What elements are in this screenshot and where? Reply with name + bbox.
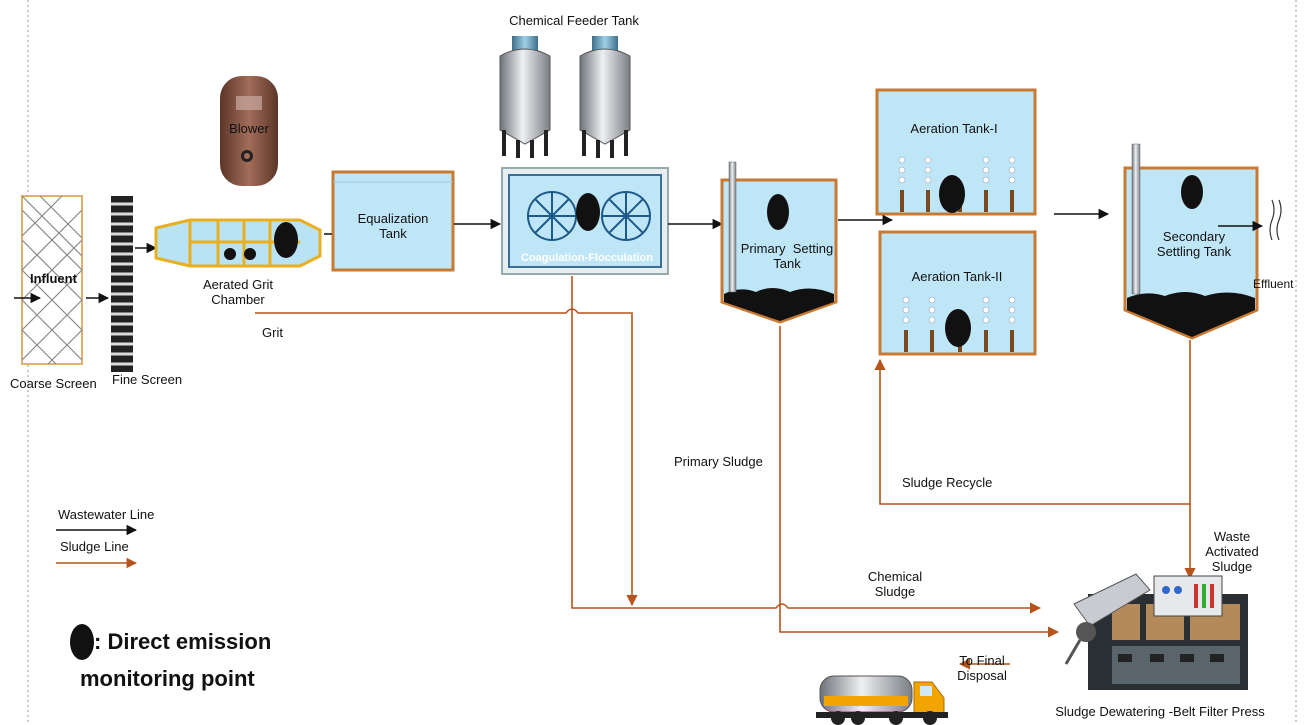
label-primary-settling-tank: Primary Setting Tank	[740, 241, 834, 271]
label-aerated-grit-chamber: Aerated Grit Chamber	[202, 277, 274, 307]
aeration-tank-2	[878, 230, 1037, 356]
label-to-final-disposal: To Final Disposal	[957, 653, 1007, 683]
secondary-settling-tank	[1123, 143, 1259, 340]
label-primary-sludge: Primary Sludge	[674, 454, 763, 469]
label-blower: Blower	[229, 121, 269, 136]
sludge-lines	[255, 276, 1196, 670]
effluent-wave-icon	[1269, 199, 1282, 241]
label-influent: Influent	[30, 271, 77, 286]
label-sludge-dewatering: Sludge Dewatering -Belt Filter Press	[1055, 704, 1265, 719]
label-grit: Grit	[262, 325, 283, 340]
chemical-feeder-tank-1	[499, 36, 551, 158]
label-chemical-sludge: Chemical Sludge	[867, 569, 923, 599]
label-sludge-recycle: Sludge Recycle	[902, 475, 993, 490]
aeration-tank-1	[875, 88, 1037, 216]
primary-settling-tank	[720, 161, 838, 324]
legend-emission-label-line2: monitoring point	[80, 666, 255, 691]
label-secondary-settling-tank: Secondary Settling Tank	[1156, 229, 1232, 259]
label-waste-activated-sludge: Waste Activated Sludge	[1205, 529, 1259, 574]
label-coarse-screen: Coarse Screen	[10, 376, 97, 391]
legend-wastewater-label: Wastewater Line	[58, 507, 155, 522]
label-equalization-tank: Equalization Tank	[357, 211, 429, 241]
fine-screen	[111, 196, 133, 372]
label-effluent: Effluent	[1253, 277, 1294, 291]
label-coagulation-flocculation: Coagulation-Flocculation	[521, 252, 653, 264]
label-fine-screen: Fine Screen	[112, 372, 183, 387]
chemical-feeder-tank-2	[579, 36, 631, 158]
aerated-grit-chamber	[154, 218, 322, 268]
legend-emission-point-icon	[70, 624, 94, 660]
belt-filter-press	[1064, 573, 1248, 690]
label-chemical-feeder-tank: Chemical Feeder Tank	[509, 13, 639, 28]
equalization-tank	[331, 170, 455, 272]
label-aeration-tank-2: Aeration Tank-II	[911, 269, 1003, 284]
label-aeration-tank-1: Aeration Tank-I	[910, 121, 998, 136]
legend-sludge-label: Sludge Line	[60, 539, 129, 554]
disposal-truck-icon	[816, 675, 948, 725]
legend-emission-label-line1: : Direct emission	[94, 629, 272, 654]
coarse-screen	[21, 195, 83, 365]
coagulation-flocculation-tank	[501, 167, 669, 275]
blower	[220, 76, 278, 186]
